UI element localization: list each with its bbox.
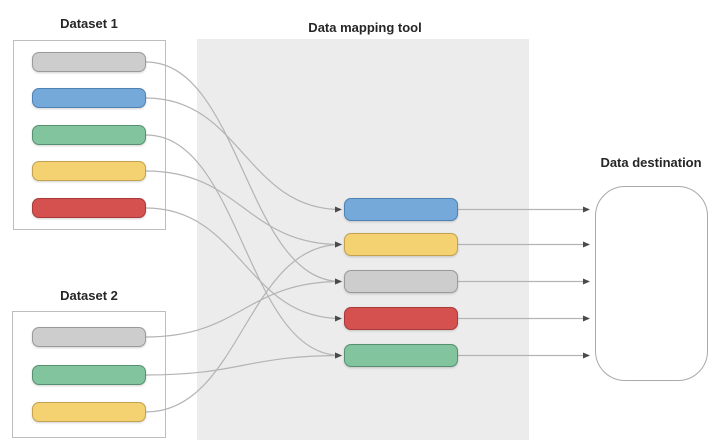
destination-box [595, 186, 708, 381]
mapper-field-green [344, 344, 458, 367]
dataset1-field-red [32, 198, 146, 218]
dataset1-field-green [32, 125, 146, 145]
destination-title: Data destination [600, 155, 702, 170]
mapper-field-gray [344, 270, 458, 293]
dataset1-field-blue [32, 88, 146, 108]
mapper-field-blue [344, 198, 458, 221]
dataset2-field-gray [32, 327, 146, 347]
mapper-field-red [344, 307, 458, 330]
dataset1-field-gray [32, 52, 146, 72]
dataset2-field-yellow [32, 402, 146, 422]
dataset1-title: Dataset 1 [60, 16, 118, 31]
mapper-field-yellow [344, 233, 458, 256]
dataset2-field-green [32, 365, 146, 385]
mapper-title: Data mapping tool [308, 20, 422, 35]
dataset1-field-yellow [32, 161, 146, 181]
dataset2-title: Dataset 2 [60, 288, 118, 303]
